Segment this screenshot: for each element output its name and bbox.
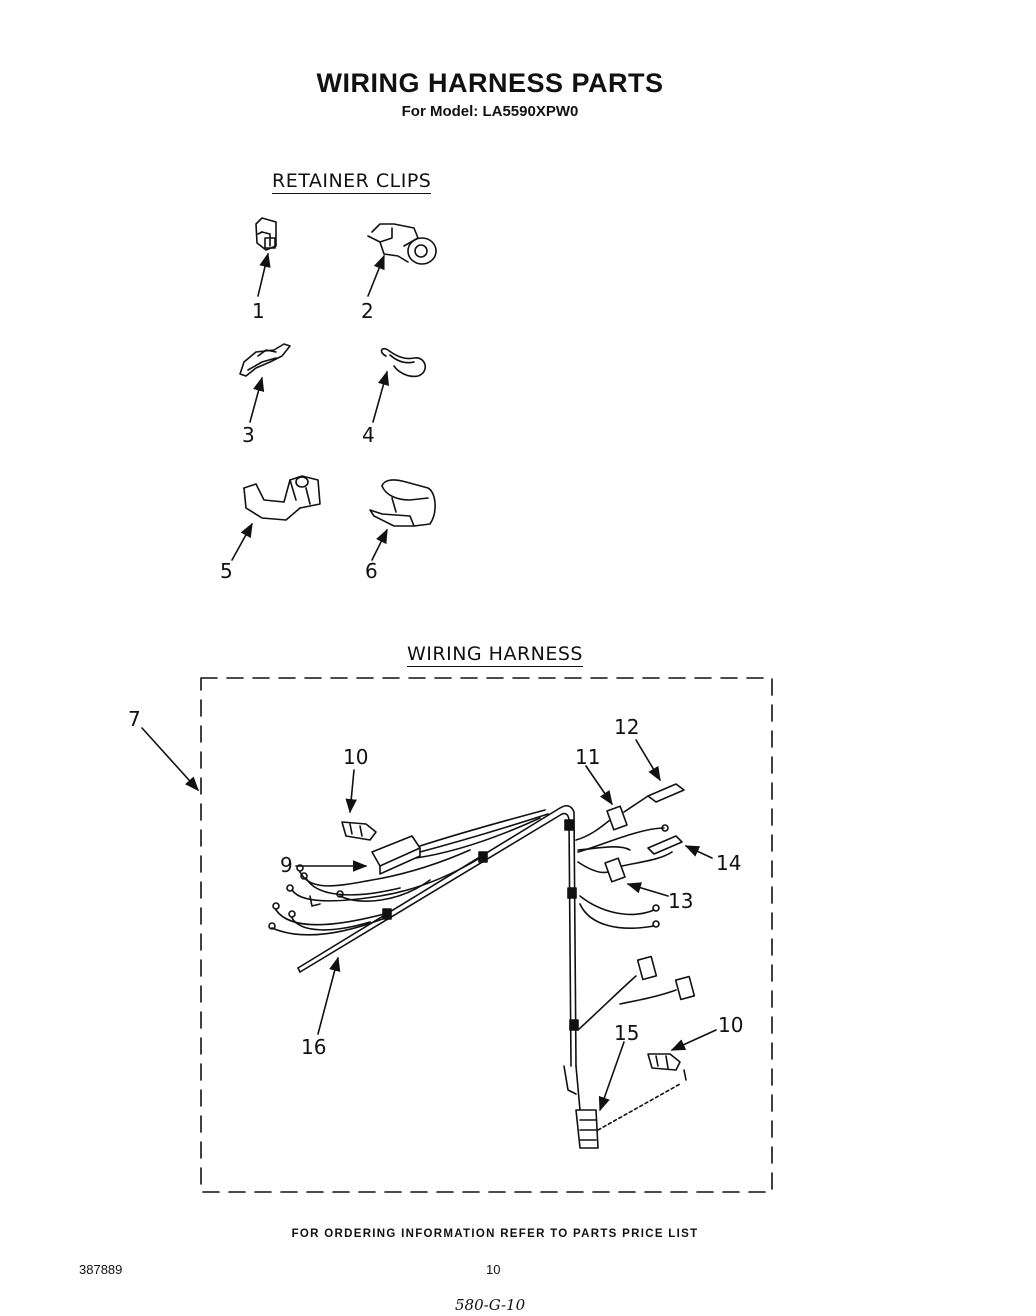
leader-10-lower: [670, 1029, 717, 1051]
document-number: 387889: [79, 1262, 123, 1277]
leader-2: [367, 254, 385, 297]
callout-13: 13: [668, 889, 693, 913]
wiring-harness-assembly: [268, 783, 696, 1149]
callout-2: 2: [361, 299, 374, 323]
callout-12: 12: [614, 715, 639, 739]
leader-15: [598, 1041, 625, 1112]
callout-14: 14: [716, 851, 741, 875]
callout-10-upper: 10: [343, 745, 368, 769]
leader-1: [257, 252, 271, 297]
callout-1: 1: [252, 299, 265, 323]
page-title: WIRING HARNESS PARTS: [316, 68, 664, 98]
callout-7: 7: [128, 707, 141, 731]
retainer-clips-heading: RETAINER CLIPS: [272, 170, 432, 194]
callout-15: 15: [614, 1021, 639, 1045]
handwritten-note: 580-G-10: [455, 1296, 526, 1314]
retainer-clip-1: [255, 217, 277, 251]
retainer-clip-5: [243, 475, 321, 521]
callout-11: 11: [575, 745, 600, 769]
callout-4: 4: [362, 423, 375, 447]
terminal-10-lower: [647, 1053, 687, 1081]
leader-3: [249, 376, 265, 423]
leader-13: [626, 882, 669, 897]
callout-5: 5: [220, 559, 233, 583]
leader-10-upper: [345, 769, 357, 814]
model-number: For Model: LA5590XPW0: [401, 103, 579, 120]
callout-16: 16: [301, 1035, 326, 1059]
retainer-clip-2: [367, 223, 437, 265]
harness-boundary: [200, 677, 773, 1193]
terminal-10-upper: [341, 821, 377, 841]
retainer-clip-3: [239, 343, 291, 377]
leader-5: [231, 522, 253, 561]
wiring-harness-heading: WIRING HARNESS: [407, 643, 583, 667]
leader-16: [317, 956, 341, 1035]
callout-9: 9: [280, 853, 293, 877]
leader-7: [141, 727, 199, 792]
page-number: 10: [486, 1262, 501, 1277]
callout-6: 6: [365, 559, 378, 583]
leader-12: [635, 739, 661, 782]
leader-4: [372, 370, 390, 423]
retainer-clip-4: [380, 347, 426, 378]
leader-6: [371, 528, 388, 561]
retainer-clip-6: [369, 479, 436, 527]
leader-11: [585, 765, 613, 806]
ordering-note: FOR ORDERING INFORMATION REFER TO PARTS …: [291, 1228, 699, 1240]
callout-10-lower: 10: [718, 1013, 743, 1037]
callout-3: 3: [242, 423, 255, 447]
leader-14: [684, 845, 713, 859]
